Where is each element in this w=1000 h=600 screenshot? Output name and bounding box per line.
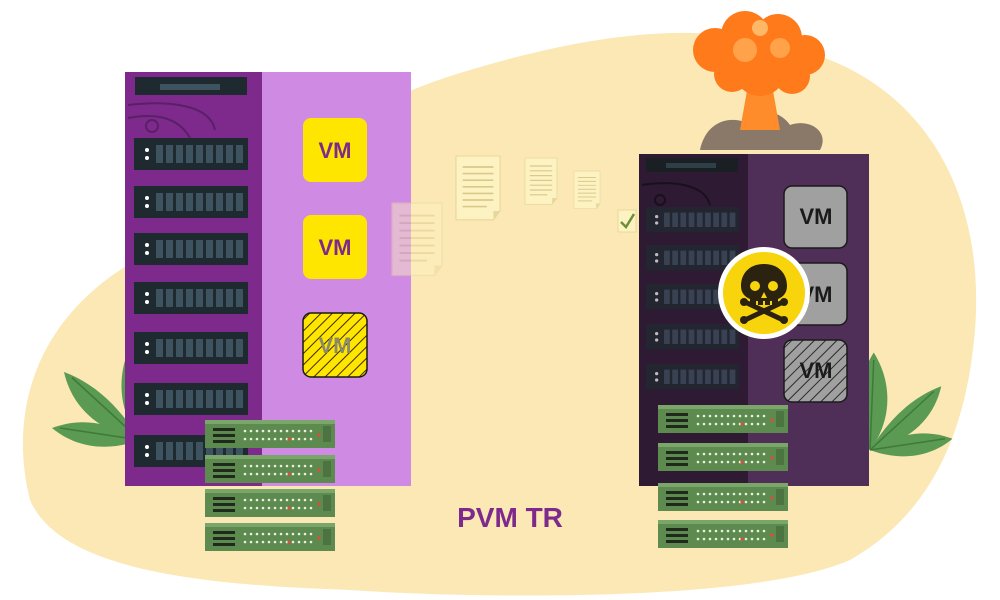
target-vm-1: VM	[783, 185, 848, 249]
rack-blade	[646, 364, 740, 390]
rack-blade	[134, 186, 248, 218]
vm-label: VM	[319, 333, 352, 358]
explosion-icon	[693, 11, 825, 150]
green-server-unit	[658, 520, 788, 548]
rack-blade	[134, 383, 248, 415]
green-server-unit	[205, 523, 335, 551]
document-icon	[524, 157, 558, 205]
rack-blade	[646, 245, 740, 271]
rack-blade	[646, 207, 740, 233]
vm-label: VM	[319, 235, 352, 260]
green-server-unit	[205, 420, 335, 448]
diagram-caption: PVM TR	[457, 502, 563, 533]
green-server-unit	[658, 483, 788, 511]
rack-blade	[134, 332, 248, 364]
source-vm-1: VM	[303, 118, 367, 182]
target-vm-3: VM	[783, 339, 848, 403]
transfer-documents	[391, 155, 637, 277]
vm-label: VM	[800, 204, 833, 229]
green-server-unit	[205, 489, 335, 517]
source-vm-2: VM	[303, 215, 367, 279]
green-server-unit	[205, 455, 335, 483]
source-vm-migrating: VM	[302, 312, 368, 378]
checkmark-icon	[617, 209, 637, 233]
green-server-unit	[658, 405, 788, 433]
document-icon	[573, 170, 601, 210]
rack-blade	[646, 324, 740, 350]
green-server-unit	[658, 443, 788, 471]
document-icon	[391, 202, 443, 277]
rack-blade	[134, 282, 248, 314]
rack-blade	[134, 233, 248, 265]
rack-blade	[134, 138, 248, 170]
document-icon	[455, 155, 501, 221]
vm-label: VM	[800, 358, 833, 383]
vm-label: VM	[319, 138, 352, 163]
skull-crossbones-icon	[718, 247, 810, 339]
